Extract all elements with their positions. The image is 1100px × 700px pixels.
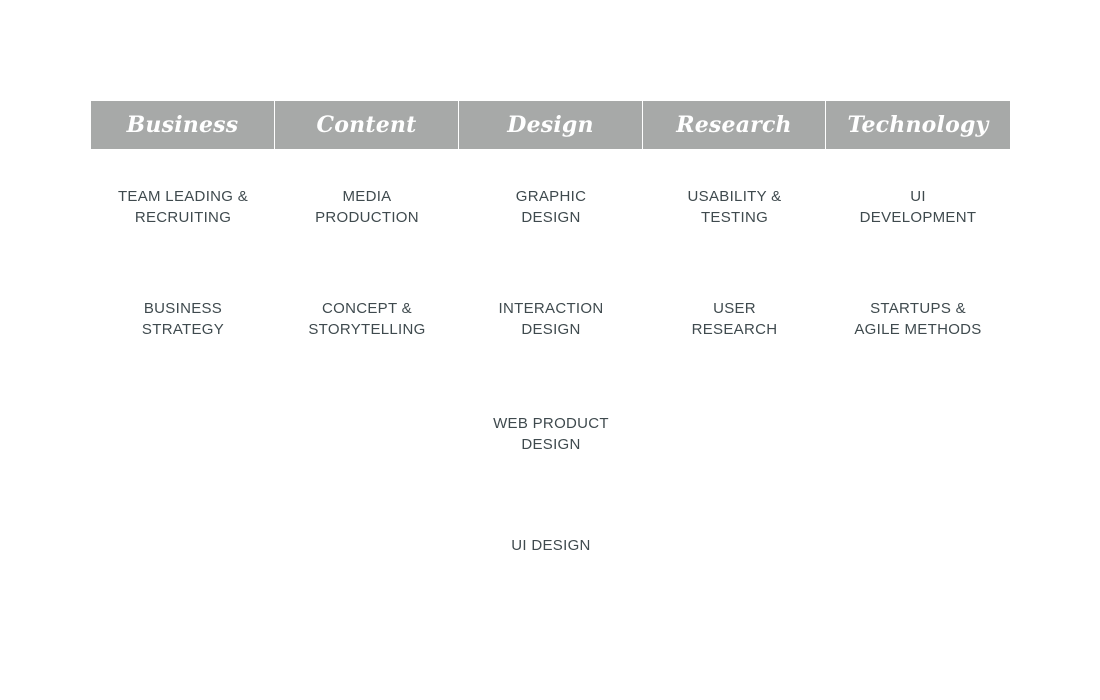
skill-item-line: CONCEPT & — [322, 300, 412, 317]
skill-item-line: BUSINESS — [143, 300, 223, 317]
column-content: MEDIA PRODUCTION CONCEPT & STORYTELLING — [275, 149, 459, 649]
column-business: TEAM LEADING & RECRUITING BUSINESS STRAT… — [91, 149, 275, 649]
skill-item: UI DEVELOPMENT — [826, 186, 1010, 228]
skills-board: Business Content Design Research Technol… — [91, 101, 1010, 649]
skill-item: USER RESEARCH — [643, 298, 826, 340]
skill-item: WEB PRODUCT DESIGN — [459, 413, 643, 455]
column-technology: UI DEVELOPMENT STARTUPS & AGILE METHODS — [826, 149, 1010, 649]
skill-item: UI DESIGN — [459, 535, 643, 556]
header-technology: Technology — [847, 112, 989, 138]
skill-item-line: RESEARCH — [691, 321, 778, 338]
skills-columns: TEAM LEADING & RECRUITING BUSINESS STRAT… — [91, 149, 1010, 649]
skill-item-line: WEB PRODUCT — [493, 415, 609, 432]
skill-item-line: TESTING — [700, 209, 769, 226]
skill-item-line: DESIGN — [521, 209, 581, 226]
skill-item-line: STARTUPS & — [870, 300, 966, 317]
skill-item-line: STORYTELLING — [308, 321, 426, 338]
skill-item: INTERACTION DESIGN — [459, 298, 643, 340]
skill-item-line: RECRUITING — [134, 209, 232, 226]
skill-item-line: GRAPHIC — [515, 188, 587, 205]
column-design: GRAPHIC DESIGN INTERACTION DESIGN WEB PR… — [459, 149, 643, 649]
skill-item: TEAM LEADING & RECRUITING — [91, 186, 275, 228]
header-design: Design — [459, 101, 643, 149]
skill-item: USABILITY & TESTING — [643, 186, 826, 228]
skill-item-line: PRODUCTION — [315, 209, 419, 226]
skill-item-line: DEVELOPMENT — [859, 209, 977, 226]
skill-item-line: MEDIA — [342, 188, 392, 205]
skill-item: STARTUPS & AGILE METHODS — [826, 298, 1010, 340]
skill-item: CONCEPT & STORYTELLING — [275, 298, 459, 340]
skill-item-line: USER — [713, 300, 756, 317]
skill-item-line: USABILITY & — [687, 188, 782, 205]
header-business: Business — [91, 101, 275, 149]
column-research: USABILITY & TESTING USER RESEARCH — [643, 149, 826, 649]
category-header-row: Business Content Design Research Technol… — [91, 101, 1010, 149]
skill-item-line: UI — [910, 188, 926, 205]
header-content: Content — [275, 101, 459, 149]
skill-item: GRAPHIC DESIGN — [459, 186, 643, 228]
skill-item-line: INTERACTION — [498, 300, 604, 317]
skill-item-line: DESIGN — [521, 436, 581, 453]
skill-item-line: TEAM LEADING & — [117, 188, 249, 205]
skill-item: MEDIA PRODUCTION — [275, 186, 459, 228]
skill-item-line: UI DESIGN — [511, 537, 591, 554]
skill-item-line: STRATEGY — [141, 321, 225, 338]
header-research: Research — [643, 101, 826, 149]
skill-item-line: AGILE METHODS — [854, 321, 982, 338]
skill-item-line: DESIGN — [521, 321, 581, 338]
skill-item: BUSINESS STRATEGY — [91, 298, 275, 340]
